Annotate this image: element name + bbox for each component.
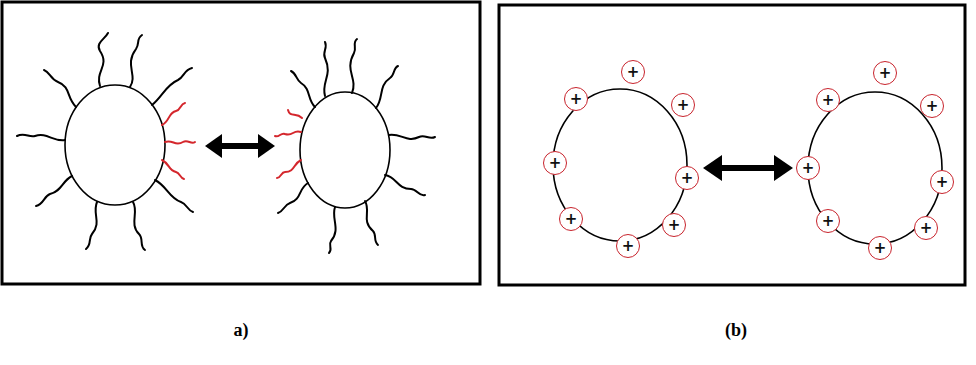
charge-sign: +: [936, 175, 949, 190]
overlapping-chains: [162, 103, 302, 179]
double-arrow: [205, 134, 275, 158]
charge-circle: +: [675, 166, 699, 190]
charge-circle: +: [616, 234, 640, 258]
charge-circle: +: [914, 216, 938, 240]
polymer-chains: [17, 33, 435, 253]
charge-circle: +: [930, 170, 954, 194]
charge-circle: +: [671, 93, 695, 117]
charge-sign: +: [627, 65, 640, 80]
particle: [65, 85, 165, 205]
charge-sign: +: [802, 161, 815, 176]
charge-sign: +: [874, 241, 887, 256]
charge-circle: +: [662, 213, 686, 237]
particle: [553, 89, 687, 241]
charge-circle: +: [564, 87, 588, 111]
charge-sign: +: [668, 218, 681, 233]
charge-sign: +: [822, 214, 835, 229]
charge-sign: +: [822, 93, 835, 108]
charge-circle: +: [796, 156, 820, 180]
charge-sign: +: [565, 212, 578, 227]
charge-sign: +: [622, 239, 635, 254]
charge-circle: +: [543, 151, 567, 175]
charge-circle: +: [816, 88, 840, 112]
charge-circle: +: [559, 207, 583, 231]
charge-sign: +: [549, 156, 562, 171]
charge-circle: +: [920, 94, 944, 118]
panel-label: (b): [725, 320, 747, 341]
panel-frame: [2, 2, 480, 284]
charge-circle: +: [868, 236, 892, 260]
charge-circle: +: [873, 61, 897, 85]
particle: [300, 92, 390, 208]
panel-label: a): [234, 320, 249, 341]
charge-sign: +: [570, 92, 583, 107]
panel-frame: [499, 5, 965, 285]
charge-sign: +: [681, 171, 694, 186]
charge-sign: +: [879, 66, 892, 81]
charge-sign: +: [920, 221, 933, 236]
particle: [808, 92, 942, 244]
charge-circle: +: [816, 209, 840, 233]
charge-sign: +: [677, 98, 690, 113]
charge-circle: +: [621, 60, 645, 84]
charge-sign: +: [926, 99, 939, 114]
double-arrow: [703, 155, 793, 181]
